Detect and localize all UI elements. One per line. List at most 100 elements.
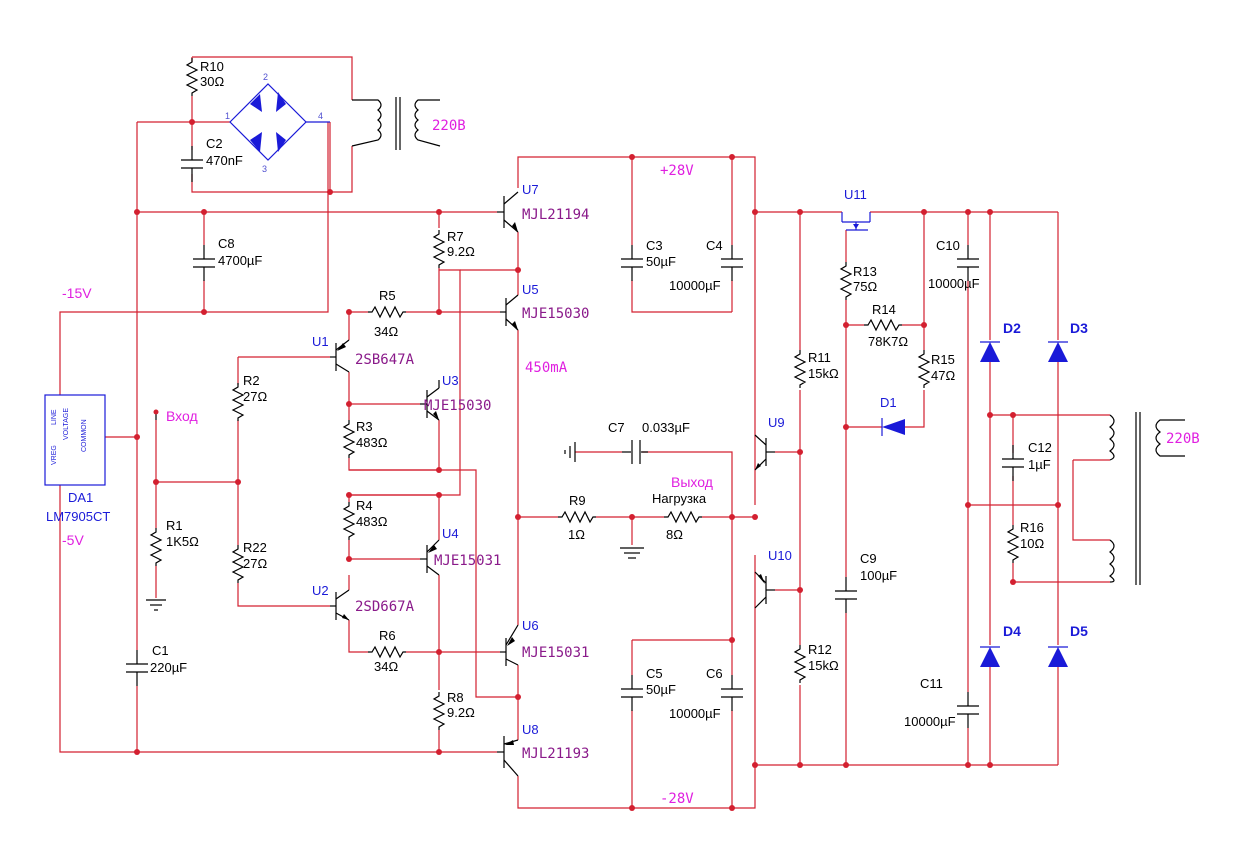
svg-text:COMMON: COMMON [81, 419, 88, 452]
svg-text:1µF: 1µF [1028, 457, 1051, 472]
svg-text:D2: D2 [1003, 320, 1021, 336]
svg-text:1K5Ω: 1K5Ω [166, 534, 199, 549]
mains-top-label: 220В [432, 118, 466, 134]
svg-text:220µF: 220µF [150, 660, 187, 675]
svg-text:R16: R16 [1020, 520, 1044, 535]
svg-text:C5: C5 [646, 666, 663, 681]
svg-text:R8: R8 [447, 690, 464, 705]
svg-text:U3: U3 [442, 373, 459, 388]
junction-dots [134, 119, 1061, 811]
svg-text:C10: C10 [936, 238, 960, 253]
transformer-top [351, 97, 441, 150]
svg-text:U11: U11 [844, 187, 867, 202]
svg-text:9.2Ω: 9.2Ω [447, 244, 475, 259]
svg-text:U6: U6 [522, 618, 539, 633]
transistors [330, 191, 871, 777]
svg-text:R10: R10 [200, 59, 224, 74]
svg-text:C2: C2 [206, 136, 223, 151]
svg-text:34Ω: 34Ω [374, 324, 398, 339]
svg-text:U2: U2 [312, 583, 329, 598]
svg-text:27Ω: 27Ω [243, 556, 267, 571]
svg-text:0.033µF: 0.033µF [642, 420, 690, 435]
svg-text:R2: R2 [243, 373, 260, 388]
svg-text:50µF: 50µF [646, 254, 676, 269]
rail-m15-label: -15V [62, 285, 92, 301]
rail-pos-label: +28V [660, 163, 694, 179]
svg-text:R7: R7 [447, 229, 464, 244]
wires [59, 56, 1110, 809]
svg-text:100µF: 100µF [860, 568, 897, 583]
svg-text:15kΩ: 15kΩ [808, 658, 839, 673]
svg-text:483Ω: 483Ω [356, 514, 388, 529]
svg-text:R14: R14 [872, 302, 896, 317]
svg-text:U5: U5 [522, 282, 539, 297]
svg-text:VOLTAGE: VOLTAGE [63, 408, 70, 440]
grounds [146, 409, 644, 611]
bridge-pin-1: 1 [225, 111, 230, 121]
svg-text:8Ω: 8Ω [666, 527, 683, 542]
svg-text:C8: C8 [218, 236, 235, 251]
svg-text:15kΩ: 15kΩ [808, 366, 839, 381]
svg-text:R22: R22 [243, 540, 267, 555]
svg-text:LINE: LINE [51, 409, 58, 425]
svg-text:D3: D3 [1070, 320, 1088, 336]
svg-text:30Ω: 30Ω [200, 74, 224, 89]
svg-text:4700µF: 4700µF [218, 253, 262, 268]
svg-text:U8: U8 [522, 722, 539, 737]
svg-text:MJE15030: MJE15030 [522, 306, 589, 322]
svg-text:MJL21193: MJL21193 [522, 746, 589, 762]
svg-text:C7: C7 [608, 420, 625, 435]
svg-text:C4: C4 [706, 238, 723, 253]
svg-text:C11: C11 [920, 676, 943, 691]
svg-text:C12: C12 [1028, 440, 1052, 455]
svg-text:2SD667A: 2SD667A [355, 599, 415, 615]
svg-text:27Ω: 27Ω [243, 389, 267, 404]
svg-text:U4: U4 [442, 526, 459, 541]
svg-text:10000µF: 10000µF [669, 278, 721, 293]
svg-text:9.2Ω: 9.2Ω [447, 705, 475, 720]
svg-text:R11: R11 [808, 350, 831, 365]
regulator-ref: DA1 [68, 490, 93, 505]
svg-text:10000µF: 10000µF [669, 706, 721, 721]
svg-text:34Ω: 34Ω [374, 659, 398, 674]
input-label: Вход [166, 408, 198, 424]
svg-text:10000µF: 10000µF [928, 276, 980, 291]
diodes [881, 341, 1068, 667]
svg-text:1Ω: 1Ω [568, 527, 585, 542]
svg-text:78K7Ω: 78K7Ω [868, 334, 908, 349]
svg-text:R13: R13 [853, 264, 877, 279]
svg-text:R6: R6 [379, 628, 396, 643]
svg-text:R15: R15 [931, 352, 955, 367]
mains-right-label: 220В [1166, 431, 1200, 447]
rail-neg-label: -28V [660, 791, 694, 807]
svg-text:483Ω: 483Ω [356, 435, 388, 450]
svg-text:U1: U1 [312, 334, 329, 349]
bridge-rectifier: 2 1 4 3 [225, 72, 330, 174]
regulator-da1: VREG LINE VOLTAGE COMMON DA1 LM7905CT [44, 394, 110, 524]
svg-text:R4: R4 [356, 498, 373, 513]
svg-text:C1: C1 [152, 643, 169, 658]
regulator-part: LM7905CT [46, 509, 110, 524]
svg-text:R12: R12 [808, 642, 832, 657]
svg-text:470nF: 470nF [206, 153, 243, 168]
svg-text:10000µF: 10000µF [904, 714, 956, 729]
svg-text:50µF: 50µF [646, 682, 676, 697]
bridge-pin-2: 2 [263, 72, 268, 82]
current-label: 450mA [525, 360, 568, 376]
svg-text:U10: U10 [768, 548, 792, 563]
svg-text:D1: D1 [880, 395, 897, 410]
svg-text:MJL21194: MJL21194 [522, 207, 589, 223]
svg-text:R5: R5 [379, 288, 396, 303]
svg-text:D4: D4 [1003, 623, 1021, 639]
svg-text:C3: C3 [646, 238, 663, 253]
svg-text:C9: C9 [860, 551, 877, 566]
capacitors [125, 145, 1025, 729]
labels: +28V -28V -15V -5V 450mA 220В 220В Вход … [62, 59, 1200, 807]
bridge-pin-3: 3 [262, 164, 267, 174]
resistors [150, 57, 1019, 731]
bridge-pin-4: 4 [318, 111, 323, 121]
transformer-right [1109, 412, 1185, 585]
svg-text:C6: C6 [706, 666, 723, 681]
svg-text:47Ω: 47Ω [931, 368, 955, 383]
